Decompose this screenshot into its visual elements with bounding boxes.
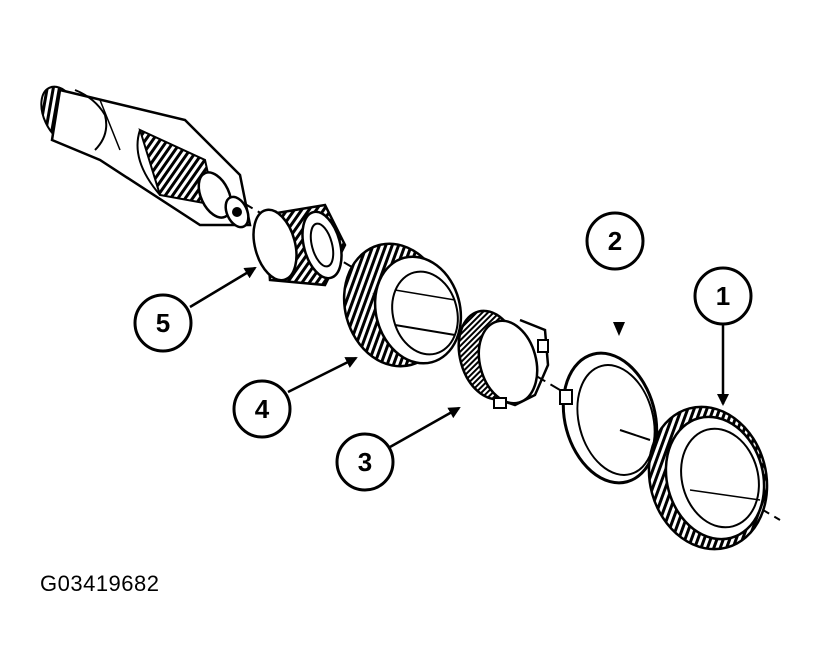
- snap-ring-pointer: [613, 322, 625, 336]
- callout-1: 1: [693, 266, 753, 326]
- outer-gear-ring-part-1: [647, 405, 769, 551]
- leader-arrow-3: [389, 406, 461, 449]
- synchro-ring-part-3: [457, 309, 550, 409]
- needle-bearing-part-5: [252, 203, 347, 287]
- callout-4-label: 4: [255, 394, 270, 424]
- callout-5-label: 5: [156, 308, 170, 338]
- callout-2: 2: [585, 211, 645, 271]
- gear-part-4: [342, 242, 463, 368]
- shaft: [40, 85, 252, 229]
- callout-1-label: 1: [716, 281, 730, 311]
- leader-arrow-5: [189, 266, 257, 309]
- callout-3-label: 3: [358, 447, 372, 477]
- figure-id: G03419682: [40, 571, 160, 596]
- callout-2-label: 2: [608, 226, 622, 256]
- callout-4: 4: [232, 379, 292, 439]
- leader-arrow-4: [287, 356, 358, 394]
- callout-5: 5: [133, 293, 193, 353]
- snap-ring-part-2: [559, 351, 659, 485]
- callout-3: 3: [335, 432, 395, 492]
